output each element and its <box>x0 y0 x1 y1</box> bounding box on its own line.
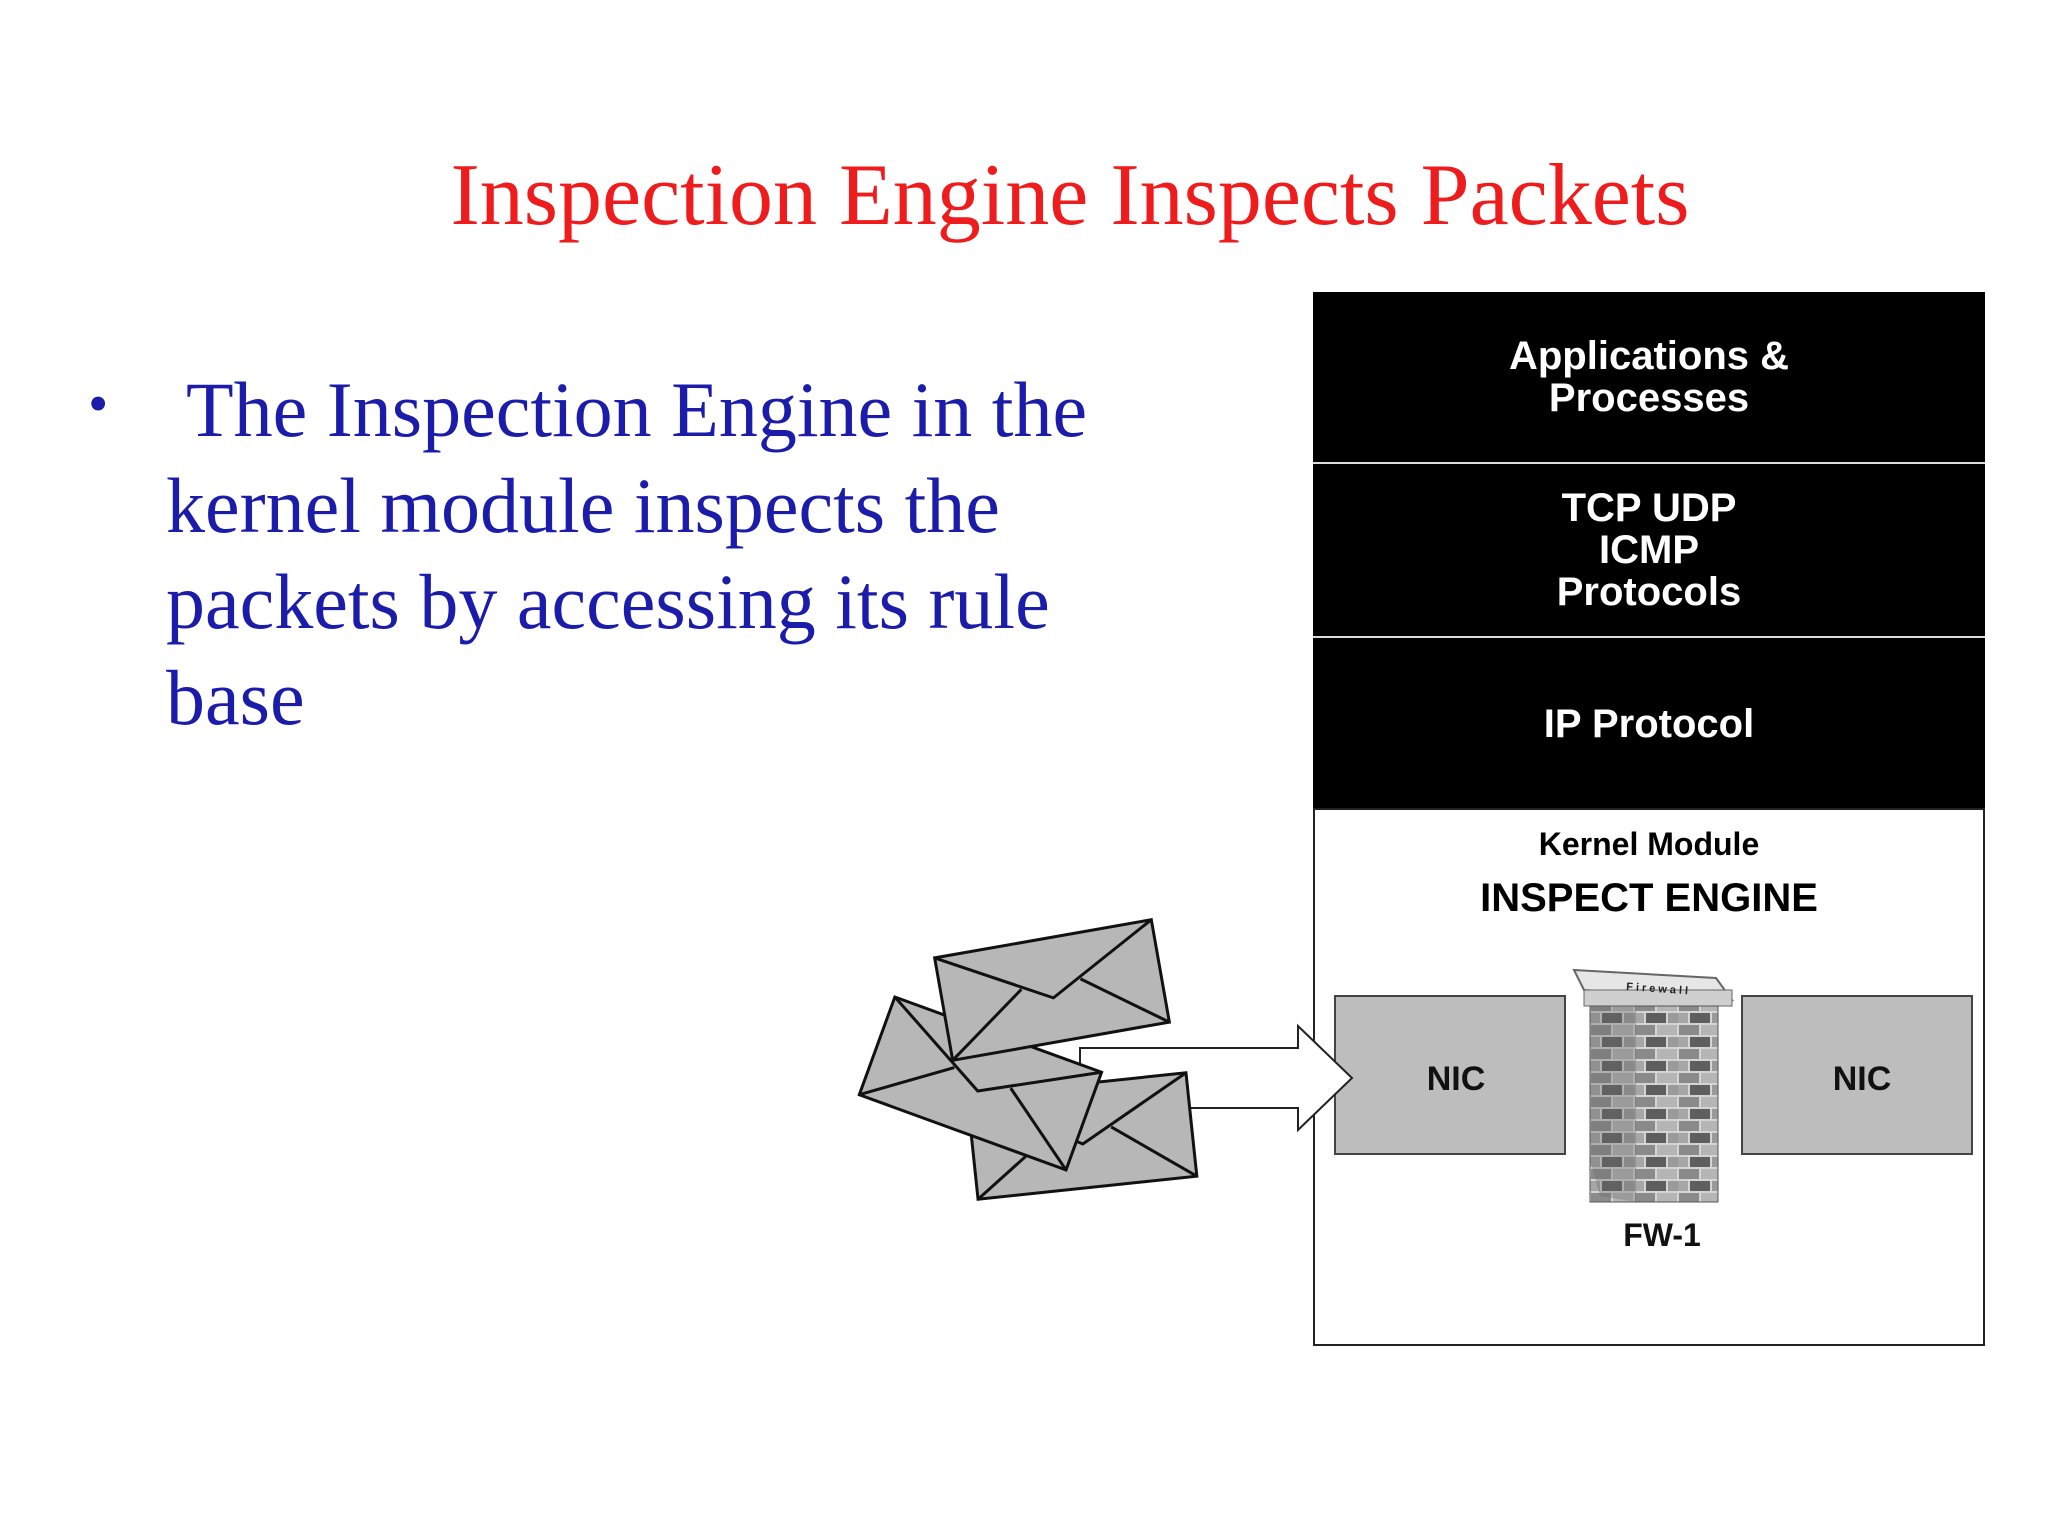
layer-line: TCP UDP <box>1561 486 1737 530</box>
bullet-line: base <box>166 654 305 741</box>
slide-title: Inspection Engine Inspects Packets <box>450 147 1690 244</box>
layer-line: ICMP <box>1599 528 1699 572</box>
layer-line: Applications & <box>1508 334 1790 378</box>
layer-line: Processes <box>1548 376 1750 420</box>
layer-applications: Applications & Processes <box>1313 292 1985 464</box>
inspect-engine-label: INSPECT ENGINE <box>1480 876 1818 920</box>
layer-line: Protocols <box>1556 570 1742 614</box>
nic-right: NIC <box>1741 995 1973 1155</box>
layer-line: IP Protocol <box>1543 702 1755 746</box>
envelope-stack-icon <box>857 917 1199 1201</box>
kernel-module-label: Kernel Module <box>1538 826 1760 862</box>
nic-right-label: NIC <box>1833 1060 1892 1098</box>
bullet-text: The Inspection Engine in the kernel modu… <box>166 362 1166 746</box>
bullet-line: packets by accessing its rule <box>166 558 1050 645</box>
nic-left: NIC <box>1334 995 1566 1155</box>
firewall-sign: Firewall <box>1626 981 1692 998</box>
bullet-line: kernel module inspects the <box>166 462 1000 549</box>
layer-transport: TCP UDP ICMP Protocols <box>1313 464 1985 638</box>
nic-left-label: NIC <box>1427 1060 1486 1098</box>
fw1-label: FW-1 <box>1623 1217 1701 1253</box>
layer-ip: IP Protocol <box>1313 638 1985 810</box>
bullet-line: The Inspection Engine in the <box>186 366 1088 453</box>
bullet-dot: • <box>88 371 109 436</box>
brick-wall-icon: Firewall <box>1572 968 1735 1203</box>
